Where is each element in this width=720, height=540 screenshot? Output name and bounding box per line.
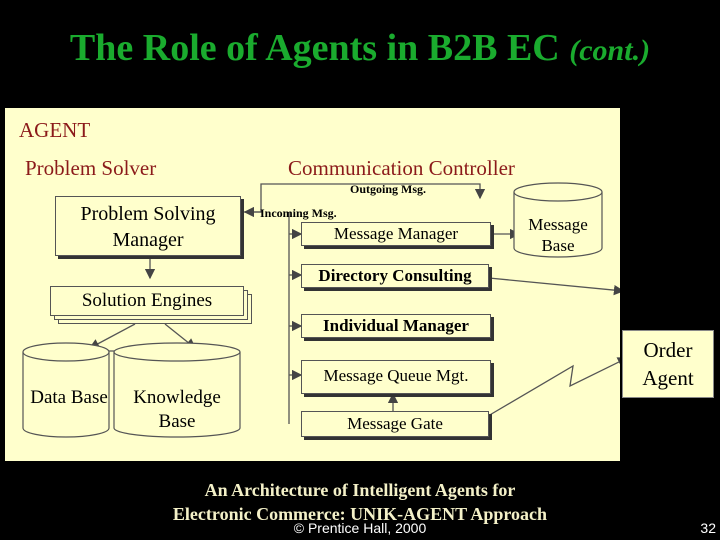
figure-caption: An Architecture of Intelligent Agents fo… <box>0 478 720 526</box>
architecture-diagram-panel: AGENT Problem Solver Communication Contr… <box>5 108 696 461</box>
page-number: 32 <box>700 520 716 536</box>
directory-consulting-box: Directory Consulting <box>301 264 489 288</box>
data-base-label: Data Base <box>30 387 108 408</box>
individual-manager-box: Individual Manager <box>301 314 491 338</box>
order-agent-text: Order Agent <box>642 338 694 390</box>
message-manager-text: Message Manager <box>333 224 459 243</box>
messagebase-cylinder <box>513 192 603 258</box>
database-cylinder-shapes <box>22 182 603 438</box>
outgoing-msg-label: Outgoing Msg. <box>350 182 427 196</box>
directory-consulting-text: Directory Consulting <box>318 266 472 285</box>
solution-engines-box: Solution Engines <box>50 286 244 316</box>
message-gate-box: Message Gate <box>301 411 489 437</box>
title-suffix: (cont.) <box>569 34 651 67</box>
knowledgebase-cylinder <box>113 352 241 438</box>
database-cylinder <box>22 352 110 438</box>
problem-solving-manager-box: Problem Solving Manager <box>55 196 241 256</box>
arrow-engines-to-database <box>88 323 136 349</box>
message-queue-mgt-box: Message Queue Mgt. <box>301 360 491 394</box>
message-gate-text: Message Gate <box>347 414 443 433</box>
problem-solving-manager-text: Problem Solving Manager <box>80 203 216 251</box>
diagram-connectors <box>22 182 620 438</box>
caption-line-2: Electronic Commerce: UNIK-AGENT Approach <box>172 504 548 524</box>
directory-label: Directory <box>634 290 696 306</box>
caption-line-1: An Architecture of Intelligent Agents fo… <box>204 480 516 500</box>
message-base-label: Message Base <box>528 215 588 255</box>
order-agent-box: Order Agent <box>622 330 714 398</box>
message-manager-box: Message Manager <box>301 222 491 246</box>
solution-engines-text: Solution Engines <box>81 290 213 311</box>
slide-title: The Role of Agents in B2B EC (cont.) <box>0 26 720 70</box>
knowledge-base-label: Knowledge Base <box>133 387 221 432</box>
arrow-to-directory <box>488 277 620 296</box>
incoming-msg-label: Incoming Msg. <box>260 206 337 220</box>
communication-controller-label: Communication Controller <box>288 156 515 180</box>
message-queue-mgt-text: Message Queue Mgt. <box>323 366 469 385</box>
title-main: The Role of Agents in B2B EC <box>69 27 560 69</box>
agent-label: AGENT <box>19 118 91 142</box>
link-gate-to-order-agent <box>487 357 620 417</box>
problem-solver-label: Problem Solver <box>25 156 157 180</box>
copyright-notice: © Prentice Hall, 2000 <box>293 520 427 536</box>
individual-manager-text: Individual Manager <box>323 316 469 335</box>
